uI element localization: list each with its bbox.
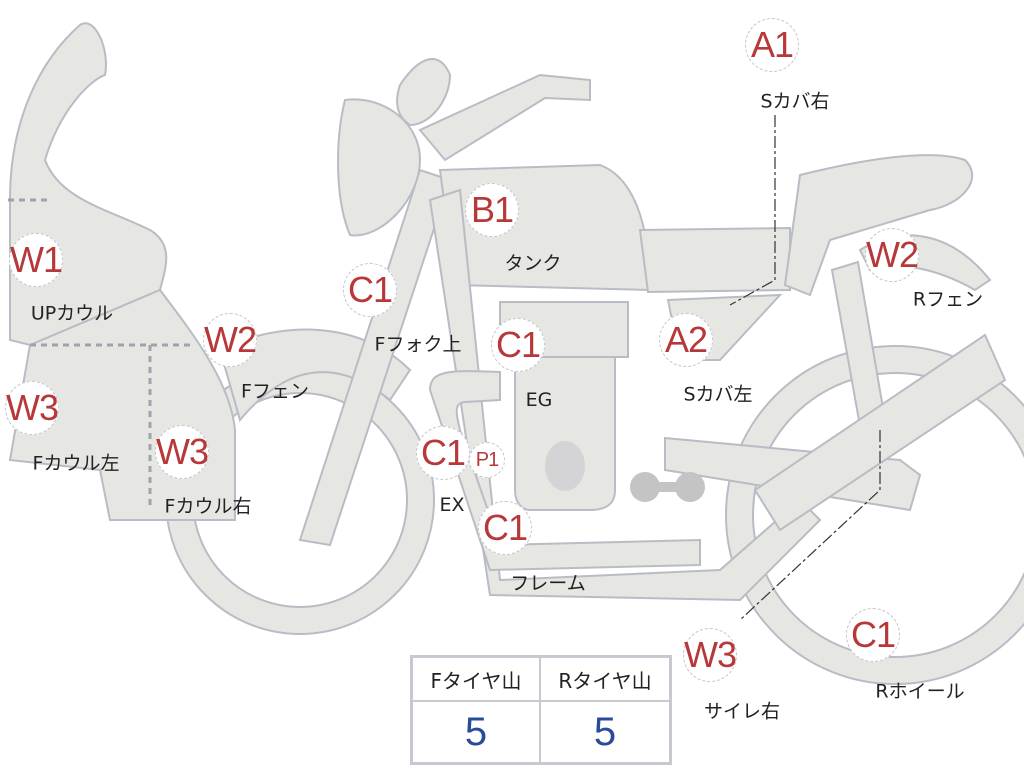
headlight xyxy=(337,98,422,237)
label-cowl-left: Fカウル左 xyxy=(32,452,120,475)
badge-c1-exhaust[interactable]: C1 xyxy=(416,426,470,480)
label-frame: フレーム xyxy=(510,572,586,595)
label-silencer-right: サイレ右 xyxy=(703,700,781,723)
label-exhaust: EX xyxy=(439,494,465,516)
label-tank: タンク xyxy=(504,252,562,275)
badge-w3-silencer[interactable]: W3 xyxy=(683,628,737,682)
badge-w1[interactable]: W1 xyxy=(9,233,63,287)
label-s-cover-left: Sカバ左 xyxy=(683,383,753,406)
shock xyxy=(830,260,887,428)
badge-b1[interactable]: B1 xyxy=(465,183,519,237)
label-rear-fender: Rフェン xyxy=(912,288,984,311)
label-upper-cowl: UPカウル xyxy=(30,302,114,325)
badge-a2[interactable]: A2 xyxy=(659,313,713,367)
label-cowl-right: Fカウル右 xyxy=(164,495,252,518)
header-rear-tire: Rタイヤ山 xyxy=(541,658,669,702)
tire-tread-table: Fタイヤ山 Rタイヤ山 5 5 xyxy=(410,655,672,765)
engine xyxy=(514,356,616,511)
seat xyxy=(638,226,791,294)
badge-c1-fork[interactable]: C1 xyxy=(343,263,397,317)
badge-c1-engine[interactable]: C1 xyxy=(491,318,545,372)
label-engine: EG xyxy=(525,389,553,411)
handlebar xyxy=(418,73,591,162)
badge-w2-rear-fender[interactable]: W2 xyxy=(865,228,919,282)
value-front-tire: 5 xyxy=(413,702,541,762)
badge-w3-cowl-left[interactable]: W3 xyxy=(5,381,59,435)
rear-seat xyxy=(783,154,973,297)
rear-wheel xyxy=(727,347,1024,683)
badge-w2-front-fender[interactable]: W2 xyxy=(203,313,257,367)
value-rear-tire: 5 xyxy=(593,709,617,754)
badge-c1-rear-wheel[interactable]: C1 xyxy=(846,608,900,662)
mirror xyxy=(396,58,452,127)
header-front-tire: Fタイヤ山 xyxy=(413,658,541,702)
label-front-fender: Fフェン xyxy=(241,380,309,403)
label-s-cover-right: Sカバ右 xyxy=(760,90,830,113)
badge-a1[interactable]: A1 xyxy=(745,18,799,72)
label-rear-wheel: Rホイール xyxy=(875,680,965,703)
badge-w3-cowl-right[interactable]: W3 xyxy=(155,425,209,479)
badge-p1[interactable]: P1 xyxy=(469,442,505,478)
badge-c1-frame[interactable]: C1 xyxy=(478,501,532,555)
label-fork-upper: Fフォク上 xyxy=(374,333,462,356)
